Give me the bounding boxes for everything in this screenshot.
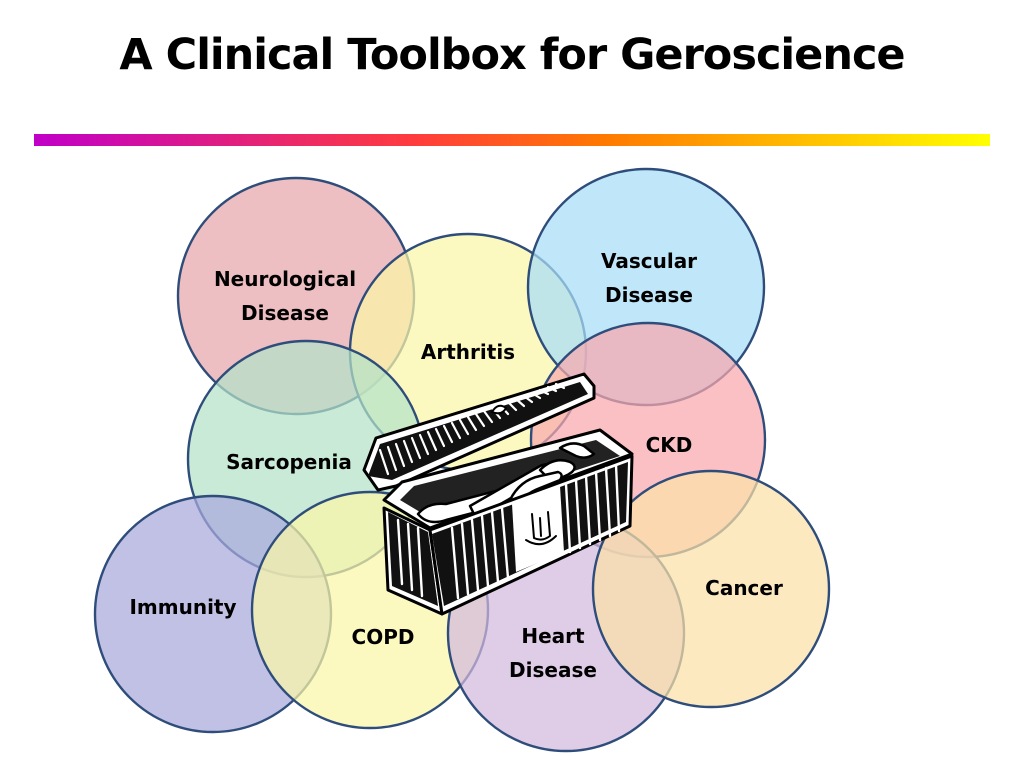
label-sarcopenia: Sarcopenia: [226, 450, 352, 474]
label-arthritis-line-1: Arthritis: [421, 340, 515, 364]
label-heart-line-1: Heart: [521, 624, 585, 648]
label-immunity-line-1: Immunity: [129, 595, 236, 619]
label-cancer-line-1: Cancer: [705, 576, 783, 600]
label-copd: COPD: [352, 625, 415, 649]
toolbox-clipart-icon: [362, 372, 634, 616]
title-gradient-rule: [34, 134, 990, 146]
circle-cancer: [591, 469, 831, 709]
label-ckd-line-1: CKD: [646, 433, 693, 457]
label-heart-line-2: Disease: [509, 658, 597, 682]
slide-title: A Clinical Toolbox for Geroscience: [119, 30, 905, 80]
label-vascular-line-2: Disease: [605, 283, 693, 307]
circle-layer: [93, 167, 831, 753]
label-ckd: CKD: [646, 433, 693, 457]
label-vascular-line-1: Vascular: [601, 249, 697, 273]
label-neurological-line-1: Neurological: [214, 267, 356, 291]
label-arthritis: Arthritis: [421, 340, 515, 364]
label-neurological-line-2: Disease: [241, 301, 329, 325]
label-sarcopenia-line-1: Sarcopenia: [226, 450, 352, 474]
label-immunity: Immunity: [129, 595, 236, 619]
label-copd-line-1: COPD: [352, 625, 415, 649]
label-cancer: Cancer: [705, 576, 783, 600]
